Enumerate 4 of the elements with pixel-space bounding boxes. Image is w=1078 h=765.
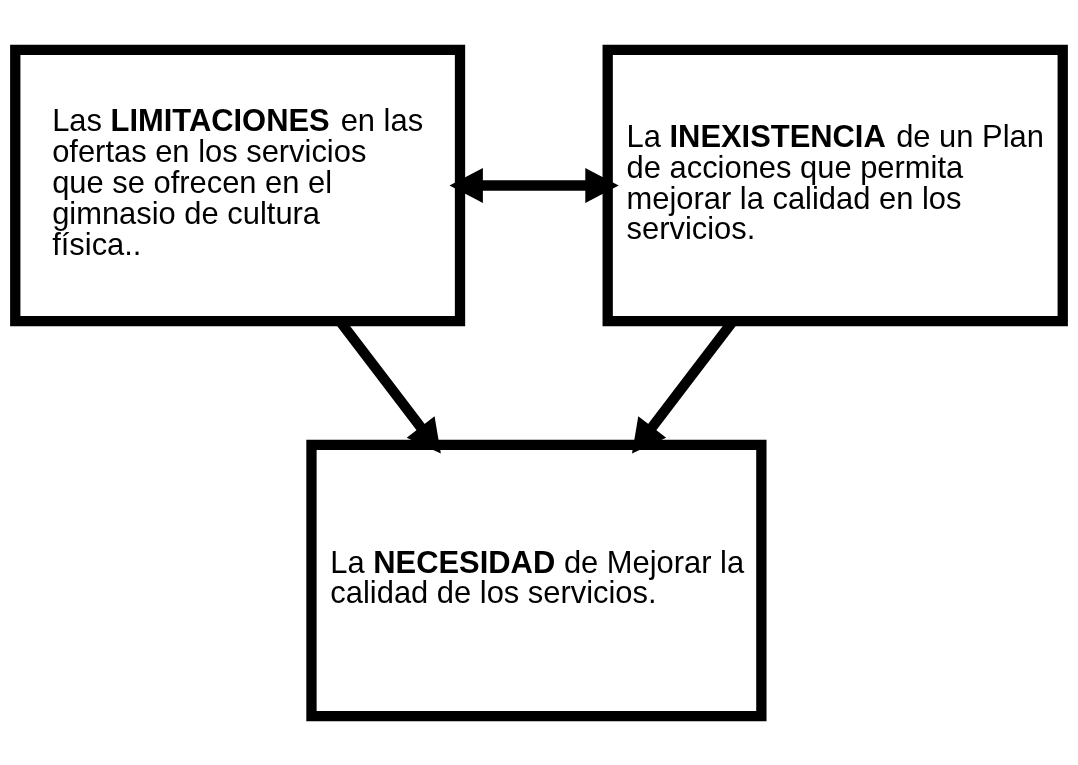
arrow [449,167,619,203]
node-box: La INEXISTENCIA de un Plan de acciones que permita mejorar la calidad en los servicios. [602,44,1068,326]
node-box: La NECESIDAD de Mejorar la calidad de los servicios. [306,439,767,721]
node-box: Las LIMITACIONES en las ofertas en los servicios que se ofrecen en el gimnasio de cultura física.. [10,44,466,326]
